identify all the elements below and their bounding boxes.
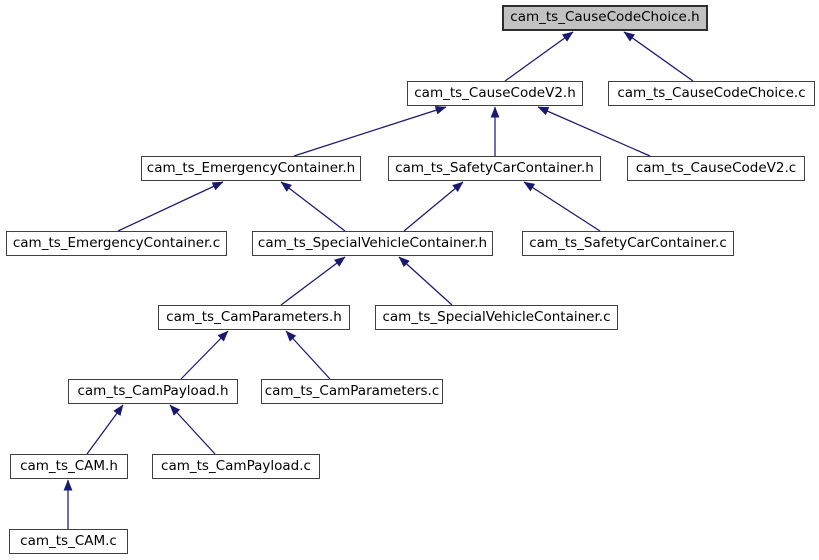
graph-node-cam_ts_CauseCodeV2_h[interactable]: cam_ts_CauseCodeV2.h	[407, 81, 583, 106]
include-edge-cam_ts_EmergencyContainer_h-to-cam_ts_CauseCodeV2_h	[293, 106, 447, 157]
include-edge-cam_ts_CauseCodeV2_h-to-cam_ts_CauseCodeChoice_h	[504, 31, 574, 82]
include-edge-cam_ts_CauseCodeChoice_c-to-cam_ts_CauseCodeChoice_h	[623, 31, 694, 82]
include-edge-cam_ts_SafetyCarContainer_c-to-cam_ts_SafetyCarContainer_h	[523, 181, 601, 232]
graph-node-cam_ts_CauseCodeV2_c[interactable]: cam_ts_CauseCodeV2.c	[627, 156, 805, 181]
graph-node-cam_ts_EmergencyContainer_c[interactable]: cam_ts_EmergencyContainer.c	[6, 231, 227, 256]
graph-node-cam_ts_CamPayload_c[interactable]: cam_ts_CamPayload.c	[152, 454, 320, 479]
graph-node-cam_ts_EmergencyContainer_h[interactable]: cam_ts_EmergencyContainer.h	[141, 156, 361, 181]
include-edge-cam_ts_SpecialVehicleContainer_c-to-cam_ts_SpecialVehicleContainer_h	[398, 256, 453, 306]
graph-node-cam_ts_CauseCodeChoice_c[interactable]: cam_ts_CauseCodeChoice.c	[608, 81, 815, 106]
graph-node-cam_ts_SpecialVehicleContainer_h[interactable]: cam_ts_SpecialVehicleContainer.h	[252, 231, 493, 256]
graph-node-cam_ts_CAM_h[interactable]: cam_ts_CAM.h	[10, 454, 128, 479]
include-edge-cam_ts_SpecialVehicleContainer_h-to-cam_ts_EmergencyContainer_h	[280, 181, 346, 232]
include-edge-cam_ts_CamParameters_h-to-cam_ts_SpecialVehicleContainer_h	[280, 256, 346, 306]
include-edge-cam_ts_EmergencyContainer_c-to-cam_ts_EmergencyContainer_h	[117, 181, 224, 232]
graph-node-cam_ts_SafetyCarContainer_h[interactable]: cam_ts_SafetyCarContainer.h	[388, 156, 601, 181]
graph-node-cam_ts_SpecialVehicleContainer_c[interactable]: cam_ts_SpecialVehicleContainer.c	[375, 305, 618, 330]
include-edge-cam_ts_SpecialVehicleContainer_h-to-cam_ts_SafetyCarContainer_h	[403, 181, 464, 232]
include-edge-cam_ts_CamParameters_c-to-cam_ts_CamParameters_h	[285, 330, 331, 380]
graph-node-cam_ts_CauseCodeChoice_h: cam_ts_CauseCodeChoice.h	[502, 5, 708, 31]
graph-node-cam_ts_CAM_c[interactable]: cam_ts_CAM.c	[9, 529, 128, 554]
graph-node-cam_ts_CamParameters_c[interactable]: cam_ts_CamParameters.c	[261, 379, 443, 404]
graph-node-cam_ts_CamPayload_h[interactable]: cam_ts_CamPayload.h	[68, 379, 238, 404]
include-edge-cam_ts_CamPayload_h-to-cam_ts_CamParameters_h	[180, 330, 229, 380]
include-edge-cam_ts_CAM_h-to-cam_ts_CamPayload_h	[86, 404, 124, 455]
graph-node-cam_ts_SafetyCarContainer_c[interactable]: cam_ts_SafetyCarContainer.c	[522, 231, 734, 256]
include-edge-cam_ts_CamPayload_c-to-cam_ts_CamPayload_h	[169, 404, 216, 455]
include-edge-cam_ts_CauseCodeV2_c-to-cam_ts_CauseCodeV2_h	[537, 106, 651, 157]
graph-node-cam_ts_CamParameters_h[interactable]: cam_ts_CamParameters.h	[158, 305, 350, 330]
